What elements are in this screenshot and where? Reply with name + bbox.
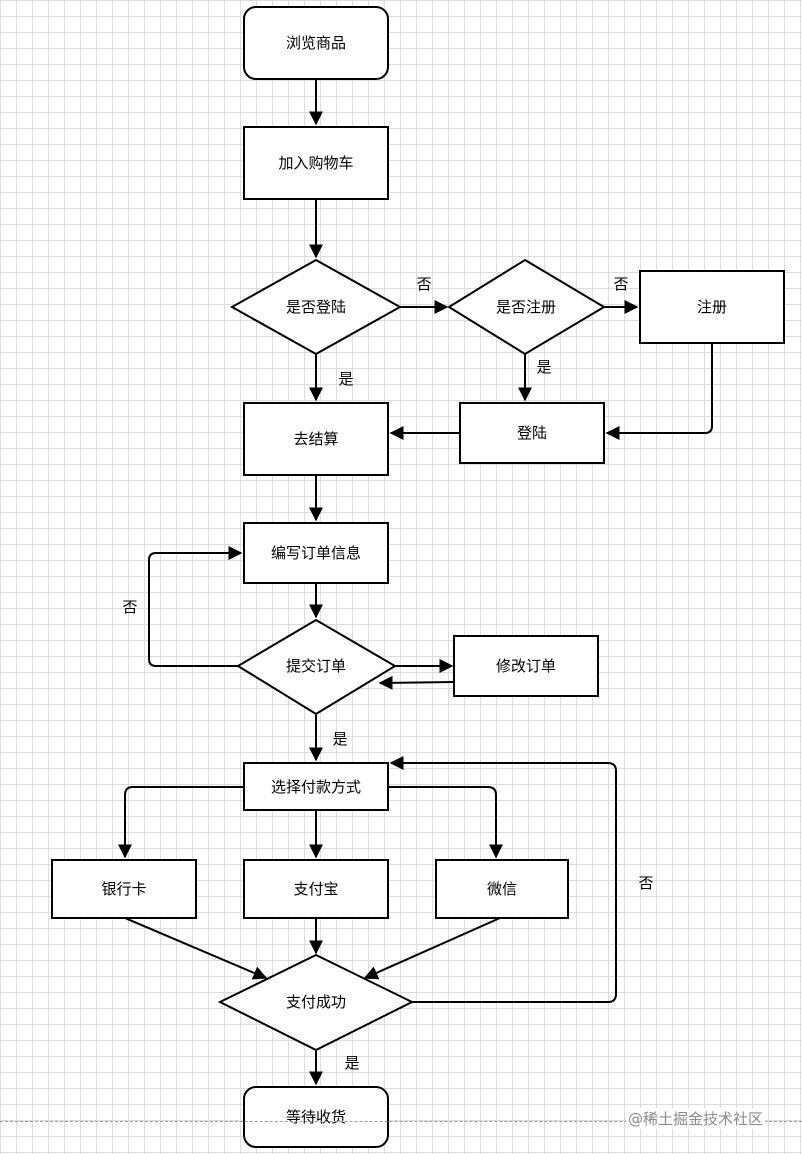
edge-label-registered-no: 否: [613, 275, 628, 293]
node-registered-label: 是否注册: [496, 298, 556, 316]
node-logged-in: 是否登陆: [229, 258, 403, 356]
node-register: 注册: [639, 270, 785, 344]
node-wechat-label: 微信: [487, 880, 517, 898]
node-submit-order-label: 提交订单: [286, 657, 346, 675]
edge-payment-wechat: [388, 786, 503, 859]
node-browse: 浏览商品: [243, 6, 389, 80]
nodes: 浏览商品 加入购物车 是否登陆 是否注册 注册 去结算 登陆 编写订单信息: [51, 6, 785, 1148]
edge-editorder-submit: [378, 675, 455, 690]
edge-bank-success: [124, 917, 268, 980]
node-pay-success: 支付成功: [217, 953, 415, 1052]
node-register-label: 注册: [697, 298, 727, 316]
node-cart: 加入购物车: [243, 126, 389, 200]
node-await-delivery-label: 等待收货: [286, 1108, 346, 1126]
node-cart-label: 加入购物车: [278, 154, 353, 172]
node-login-label: 登陆: [517, 424, 547, 442]
node-logged-in-label: 是否登陆: [286, 298, 346, 316]
edge-register-login: [605, 344, 713, 440]
node-wechat: 微信: [435, 859, 569, 919]
page-boundary-line: [0, 1121, 802, 1122]
edge-submit-fillorder-loop: [148, 546, 243, 667]
edge-label-submit-yes: 是: [332, 730, 347, 748]
edge-label-logged-in-yes: 是: [338, 370, 353, 388]
node-choose-payment: 选择付款方式: [243, 762, 389, 811]
edge-payment-bank: [118, 786, 244, 859]
node-alipay: 支付宝: [243, 859, 389, 919]
node-pay-success-label: 支付成功: [286, 993, 346, 1011]
node-alipay-label: 支付宝: [293, 880, 338, 898]
node-checkout: 去结算: [243, 402, 389, 476]
edge-success-payment-loop: [389, 756, 617, 1003]
edge-label-submit-no: 否: [122, 598, 137, 616]
node-bank-card: 银行卡: [51, 859, 197, 919]
node-checkout-label: 去结算: [293, 430, 338, 448]
edge-label-pay-no: 否: [638, 874, 653, 892]
node-login: 登陆: [459, 402, 605, 464]
node-browse-label: 浏览商品: [286, 34, 346, 52]
node-edit-order: 修改订单: [453, 635, 599, 697]
edge-label-pay-yes: 是: [344, 1054, 359, 1072]
node-await-delivery: 等待收货: [243, 1086, 389, 1148]
node-edit-order-label: 修改订单: [496, 657, 556, 675]
edges: [118, 79, 713, 1086]
edge-wechat-success: [363, 917, 501, 980]
watermark: @稀土掘金技术社区: [626, 1108, 766, 1129]
node-bank-card-label: 银行卡: [101, 880, 146, 898]
edge-label-logged-in-no: 否: [416, 275, 431, 293]
node-fill-order-label: 编写订单信息: [271, 544, 361, 562]
node-registered: 是否注册: [447, 258, 606, 356]
node-choose-payment-label: 选择付款方式: [271, 778, 361, 796]
edge-labels: 否 否 是 是 否 是 否 是: [122, 275, 653, 1072]
node-submit-order: 提交订单: [236, 618, 397, 716]
edge-label-registered-yes: 是: [536, 358, 551, 376]
node-fill-order: 编写订单信息: [243, 522, 389, 584]
